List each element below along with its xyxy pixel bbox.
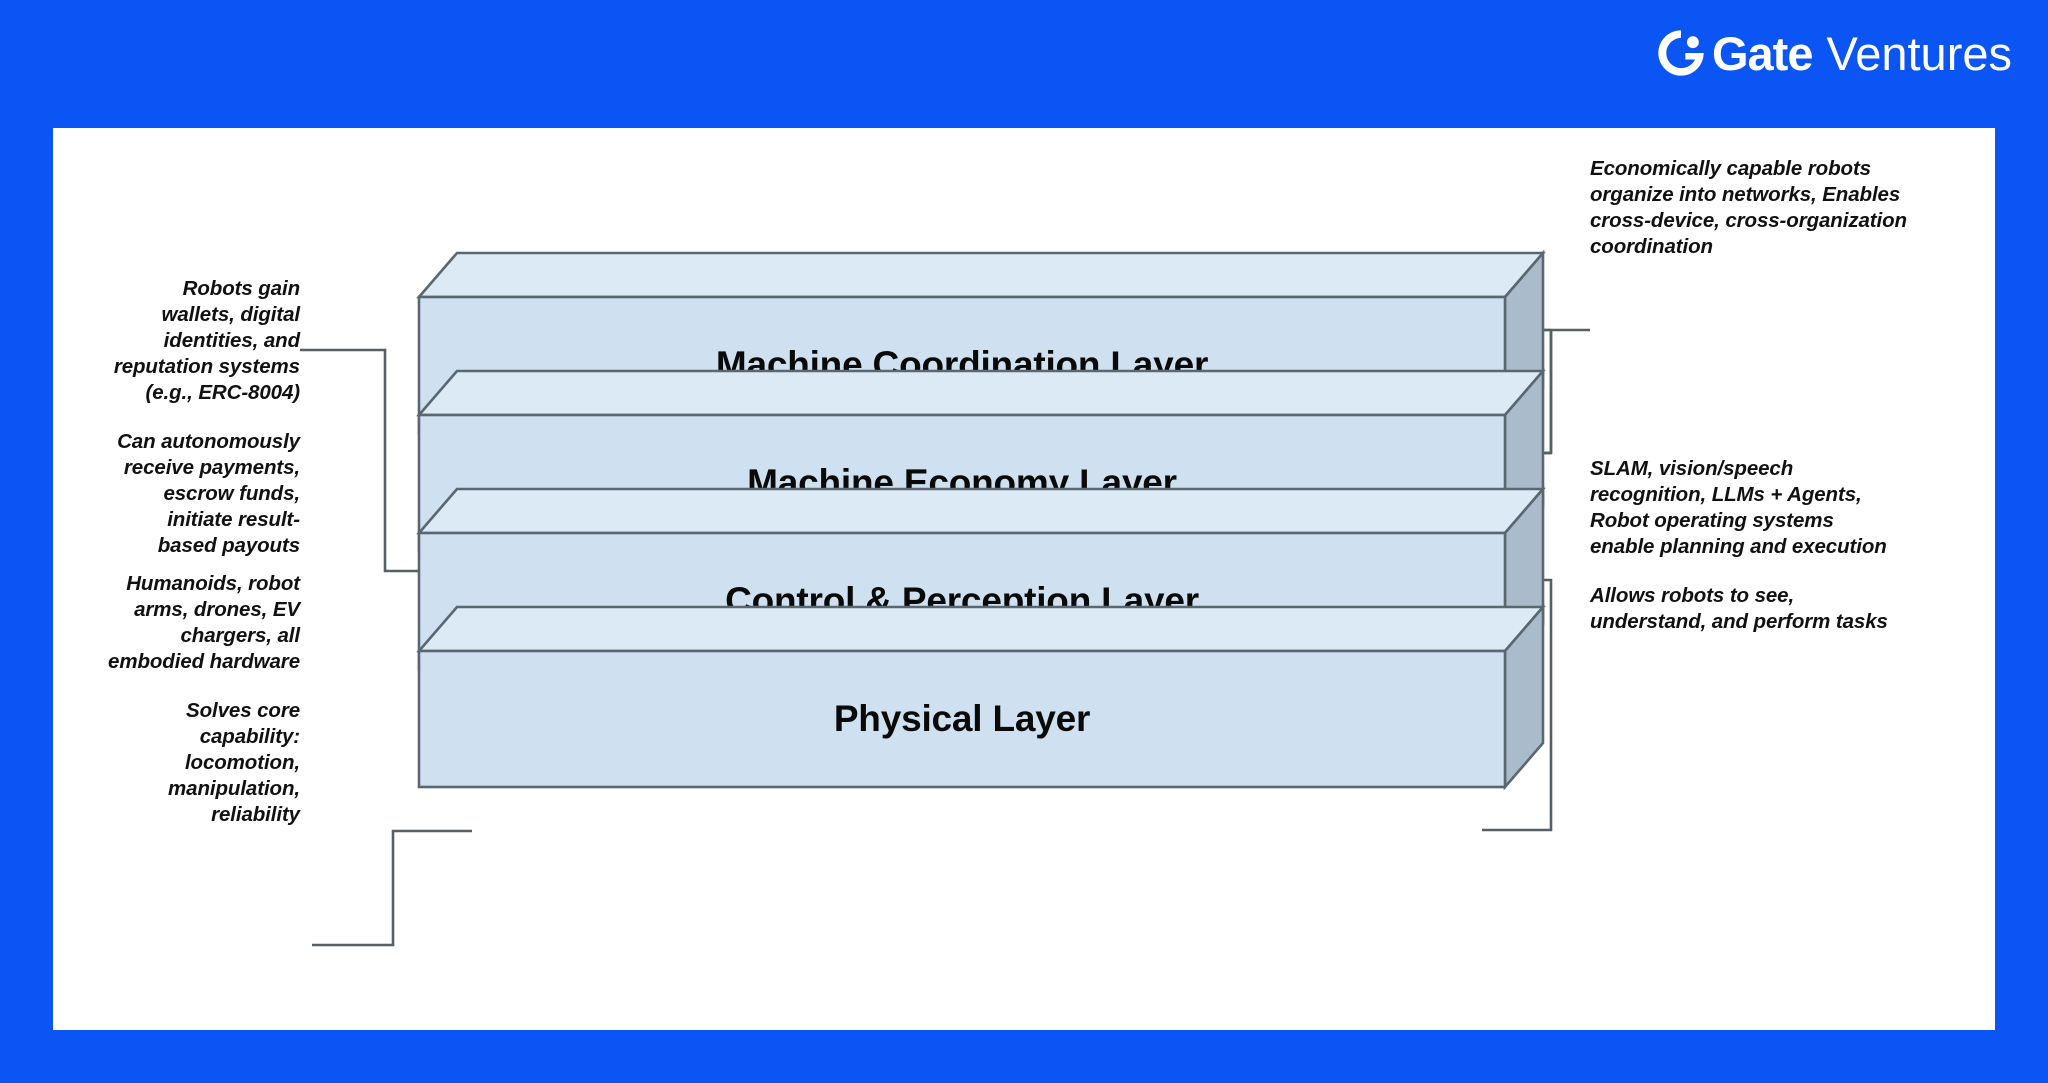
brand-name-ventures: Ventures	[1826, 26, 2012, 80]
annotation-paragraph: Can autonomously receive payments, escro…	[117, 430, 300, 558]
content-card: Machine Coordination Layer Machine Econo…	[53, 128, 1995, 1030]
layer-stack-diagram: Machine Coordination Layer Machine Econo…	[53, 128, 1995, 1030]
annotation-paragraph: Allows robots to see, understand, and pe…	[1590, 584, 1888, 634]
layer-block-physical[interactable]: Physical Layer	[416, 603, 1546, 791]
annotation-paragraph: Economically capable robots organize int…	[1590, 157, 1907, 259]
annotation-coordination-note: Economically capable robots organize int…	[1590, 156, 1920, 260]
annotation-economy-note: Robots gain wallets, digital identities,…	[110, 276, 300, 559]
annotation-paragraph: Robots gain wallets, digital identities,…	[113, 277, 300, 405]
annotation-physical-note: Humanoids, robot arms, drones, EV charge…	[82, 571, 300, 828]
layer-block-shape	[416, 603, 1546, 791]
brand-logo: Gate Ventures	[1654, 22, 2012, 84]
gate-circle-logo-icon	[1658, 30, 1704, 76]
annotation-control-note: SLAM, vision/speech recognition, LLMs + …	[1590, 456, 1890, 635]
annotation-paragraph: Solves core capability: locomotion, mani…	[168, 699, 300, 827]
brand-name-gate: Gate	[1711, 26, 1813, 80]
connector-physical	[312, 829, 472, 947]
annotation-paragraph: SLAM, vision/speech recognition, LLMs + …	[1590, 457, 1887, 559]
annotation-paragraph: Humanoids, robot arms, drones, EV charge…	[108, 572, 300, 674]
